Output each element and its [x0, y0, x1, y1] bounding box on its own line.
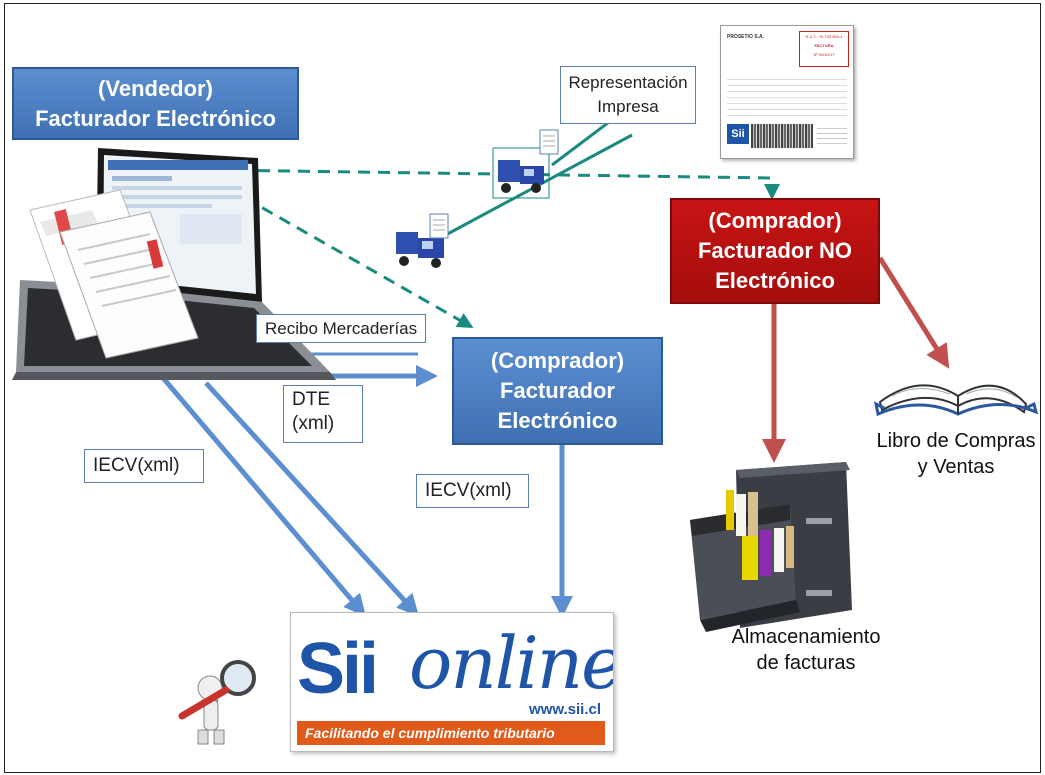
invoice-header-box: R.U.T.: 76.733.963-4 FACTURA Nº 0000217 [799, 31, 849, 67]
sii-brand-text: Sii [297, 629, 379, 709]
iecv-left-label: IECV(xml) [84, 449, 204, 483]
book-caption-line1: Libro de Compras [876, 430, 1036, 452]
printed-rep-line2: Impresa [597, 97, 659, 116]
printed-rep-line1: Representación [568, 73, 688, 92]
sii-url-text: www.sii.cl [529, 701, 601, 718]
dte-to-sii-arrow [204, 381, 420, 617]
truck-icon-upper [492, 129, 559, 199]
seller-box: (Vendedor) Facturador Electrónico [12, 67, 299, 140]
book-caption: Libro de Compras y Ventas [866, 428, 1045, 480]
invoice-sii-logo: Sii [727, 124, 749, 144]
book-caption-line2: y Ventas [917, 456, 995, 478]
dashed-line-to-buyer-ne [217, 168, 780, 200]
buyer-electronic-line3: Electrónico [497, 408, 618, 433]
invoice-document-image: PROSETIO S.A. R.U.T.: 76.733.963-4 FACTU… [720, 25, 854, 159]
sii-script-text: online [409, 621, 614, 705]
iecv-right-label: IECV(xml) [416, 474, 529, 508]
truck-icon-lower [396, 213, 449, 268]
buyer-electronic-line1: (Comprador) [490, 348, 625, 373]
seller-box-line1: (Vendedor) [98, 75, 213, 101]
invoice-doc-type: FACTURA [814, 43, 834, 48]
red-arrow-to-book [877, 256, 950, 369]
dte-label: DTE (xml) [283, 385, 363, 443]
invoice-lines [727, 74, 847, 118]
cabinet-caption-line2: de facturas [756, 652, 856, 674]
printed-representation-label: Representación Impresa [560, 66, 696, 124]
sii-tagline-bar: Facilitando el cumplimiento tributario [297, 721, 605, 745]
cabinet-caption: Almacenamiento de facturas [716, 624, 896, 676]
invoice-totals [817, 124, 847, 148]
buyer-electronic-box: (Comprador) Facturador Electrónico [452, 337, 663, 445]
seller-box-line2: Facturador Electrónico [35, 105, 276, 131]
buyer-non-electronic-box: (Comprador) Facturador NO Electrónico [670, 198, 880, 304]
sii-online-logo: Sii online www.sii.cl Facilitando el cum… [290, 612, 614, 752]
invoice-company: PROSETIO S.A. [727, 34, 764, 40]
buyer-non-electronic-line1: (Comprador) [708, 208, 842, 233]
iecv-left-arrow [156, 370, 366, 617]
invoice-rut: R.U.T.: 76.733.963-4 [805, 34, 843, 39]
sii-tagline-text: Facilitando el cumplimiento tributario [305, 725, 555, 741]
cabinet-caption-line1: Almacenamiento [731, 626, 881, 648]
buyer-non-electronic-line2: Facturador NO [697, 238, 853, 263]
diagram-frame [4, 3, 1041, 773]
dte-line1: DTE [292, 389, 330, 410]
dte-line2: (xml) [292, 413, 335, 434]
invoice-barcode [751, 124, 813, 148]
buyer-non-electronic-line3: Electrónico [715, 268, 835, 293]
buyer-electronic-line2: Facturador [500, 378, 615, 403]
goods-receipt-label: Recibo Mercaderías [256, 314, 427, 343]
invoice-number: Nº 0000217 [813, 52, 835, 57]
